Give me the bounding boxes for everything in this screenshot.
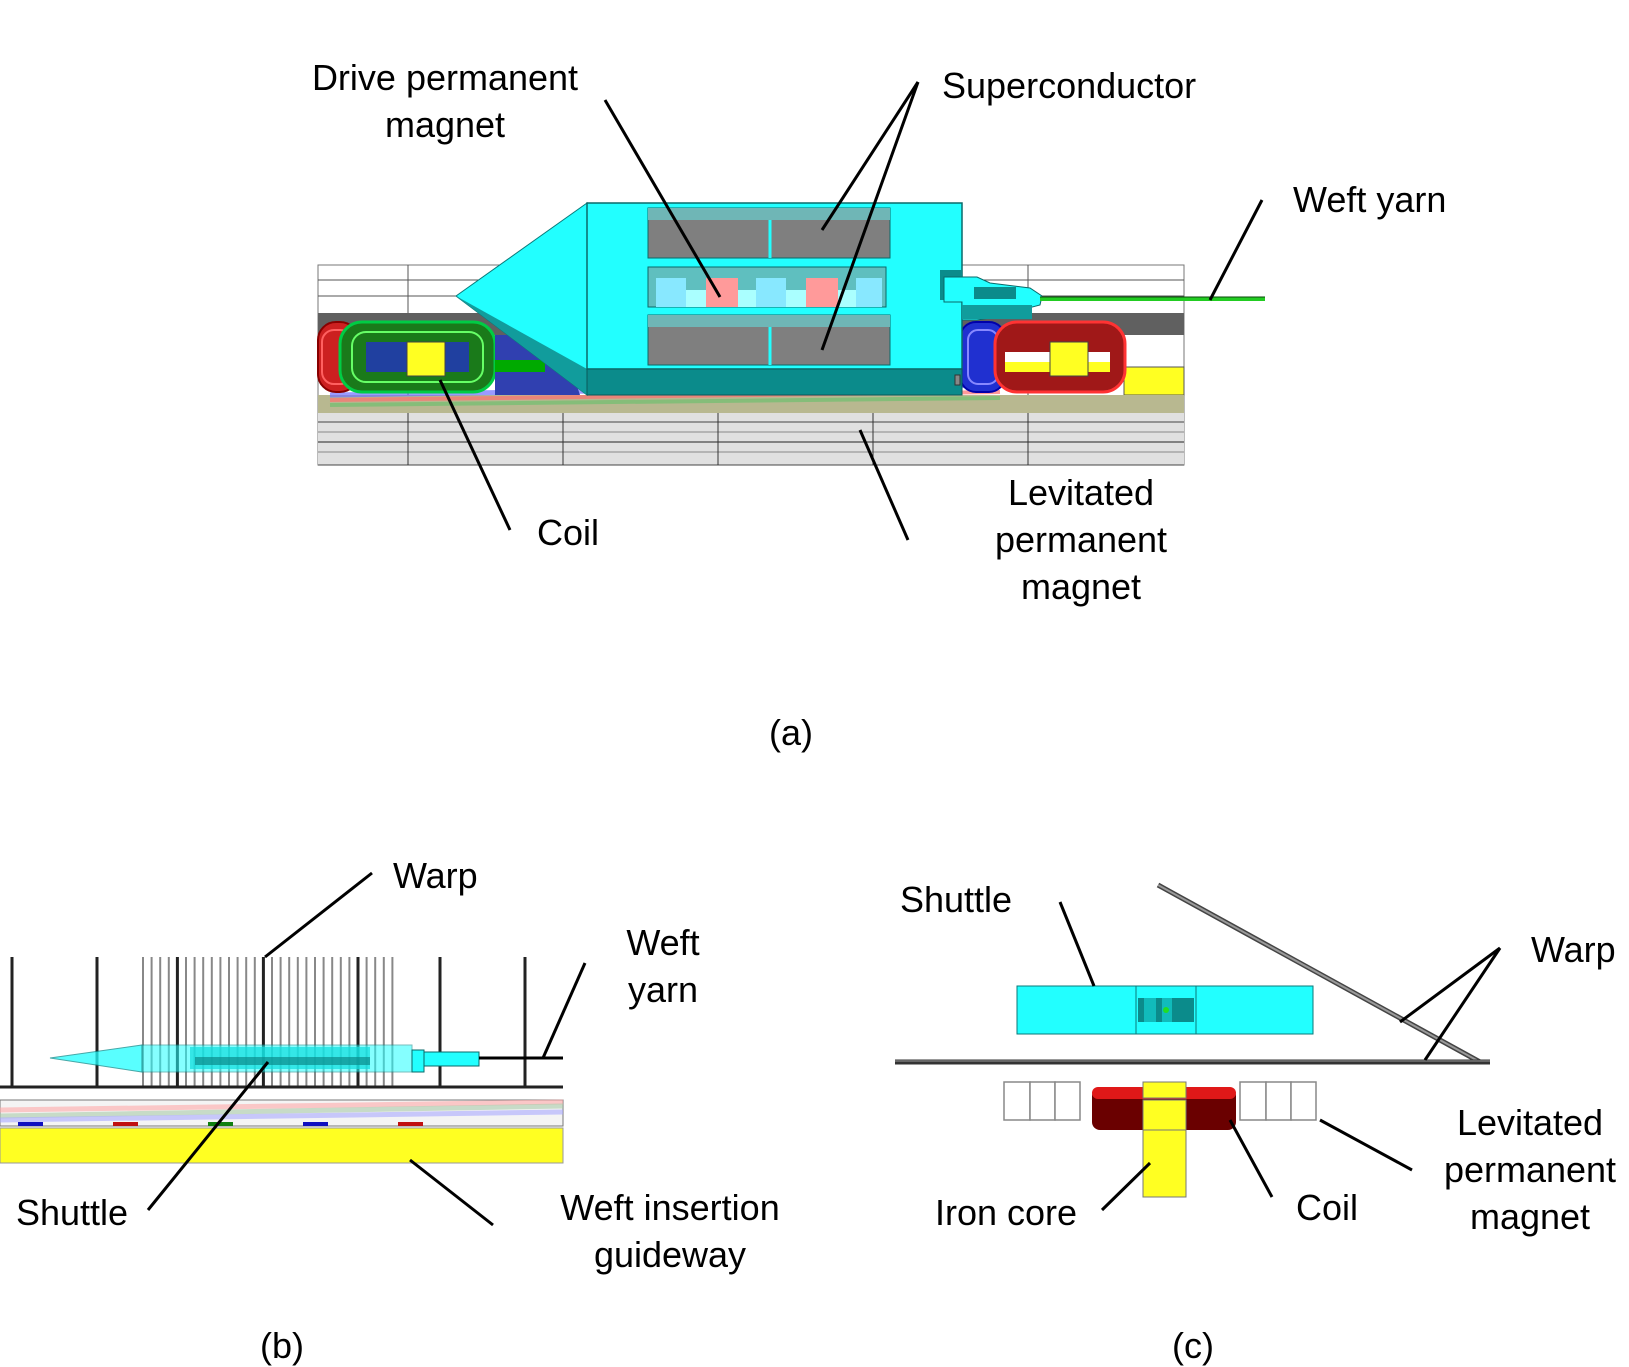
label-shuttle-b: Shuttle: [16, 1192, 128, 1233]
levitated-permanent-magnet-c: [1003, 1081, 1317, 1121]
iron-core-c: [1142, 1081, 1187, 1198]
iron-core-right: [1049, 341, 1089, 377]
shuttle-tail: [940, 270, 1043, 321]
leader-lines-b: [146, 871, 587, 1227]
label-levitated-a-3: magnet: [1021, 566, 1141, 607]
iron-core-left: [406, 341, 446, 377]
weft-insertion-guideway: [0, 1099, 564, 1164]
label-guideway-1: Weft insertion: [560, 1187, 779, 1228]
label-levitated-c-1: Levitated: [1457, 1102, 1603, 1143]
label-levitated-a-1: Levitated: [1008, 472, 1154, 513]
shuttle-a: [455, 202, 1043, 397]
iron-block-right: [1123, 366, 1185, 396]
shuttle-nose-side: [456, 296, 587, 395]
label-shuttle-c: Shuttle: [900, 879, 1012, 920]
label-levitated-c-2: permanent: [1444, 1149, 1616, 1190]
label-warp-c: Warp: [1531, 929, 1616, 970]
panel-a: Drive permanent magnet Superconductor We…: [312, 57, 1446, 753]
leader-lines-a: [438, 81, 1264, 541]
label-drive-pm-1: Drive permanent: [312, 57, 578, 98]
label-iron-core: Iron core: [935, 1192, 1077, 1233]
caption-c: (c): [1172, 1325, 1214, 1366]
label-levitated-c-3: magnet: [1470, 1196, 1590, 1237]
caption-a: (a): [769, 712, 813, 753]
panel-b: Warp Weft yarn Shuttle Weft insertion gu…: [0, 855, 780, 1366]
label-levitated-a-2: permanent: [995, 519, 1167, 560]
panel-c: Shuttle Warp Iron core Coil Levitated pe…: [895, 879, 1616, 1366]
label-weft-b-2: yarn: [628, 969, 698, 1010]
label-guideway-2: guideway: [594, 1234, 746, 1275]
shuttle-c: [1016, 985, 1314, 1035]
drive-permanent-magnet-2: [806, 278, 838, 307]
label-weft-yarn-a: Weft yarn: [1293, 179, 1446, 220]
label-drive-pm-2: magnet: [385, 104, 505, 145]
shuttle-bottom: [586, 368, 963, 396]
drive-magnet-row: [647, 266, 887, 308]
shuttle-b: [49, 1044, 480, 1073]
label-warp-b: Warp: [393, 855, 478, 896]
label-superconductor: Superconductor: [942, 65, 1196, 106]
label-weft-b-1: Weft: [626, 922, 699, 963]
label-coil-c: Coil: [1296, 1187, 1358, 1228]
label-coil-a: Coil: [537, 512, 599, 553]
caption-b: (b): [260, 1325, 304, 1366]
superconductor-bottom: [647, 314, 891, 366]
leader-lines-c: [1058, 901, 1502, 1212]
